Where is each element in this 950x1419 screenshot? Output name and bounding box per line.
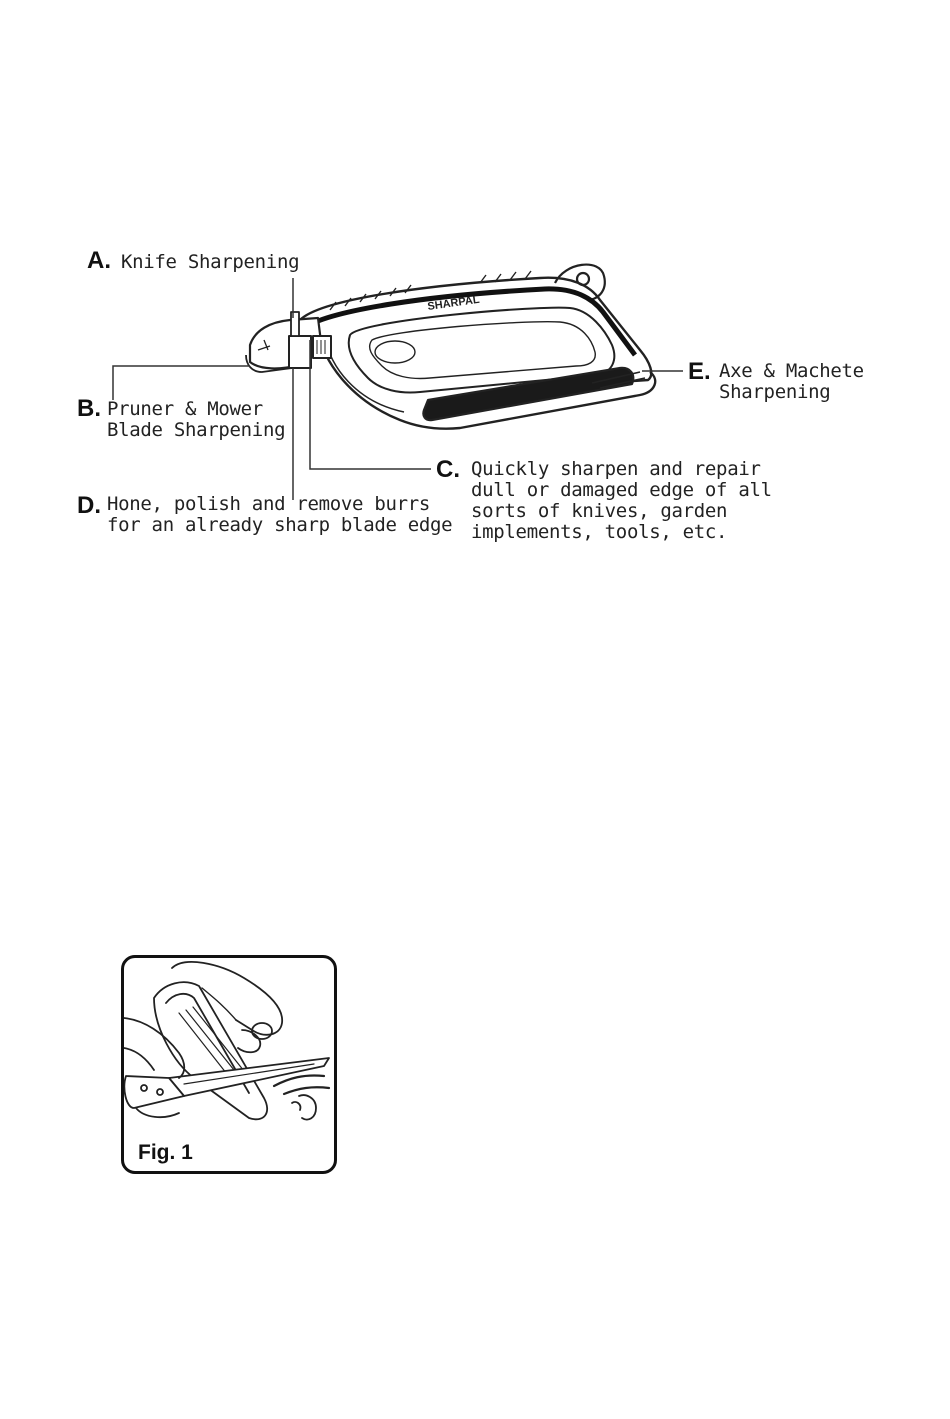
- figure-1-label: Fig. 1: [138, 1141, 197, 1165]
- callout-c-letter: C.: [436, 456, 460, 484]
- callout-e-letter: E.: [688, 358, 711, 386]
- leader-line-b: [113, 366, 250, 400]
- callout-e-line-1: Axe & Machete: [719, 361, 864, 382]
- callout-b-line-1: Pruner & Mower: [107, 399, 263, 420]
- callout-d-line-2: for an already sharp blade edge: [107, 515, 452, 536]
- callout-d-line-1: Hone, polish and remove burrs: [107, 494, 430, 515]
- callout-b-line-2: Blade Sharpening: [107, 420, 285, 441]
- figure-1-illustration: [124, 958, 334, 1171]
- callout-c-line-1: Quickly sharpen and repair: [471, 459, 761, 480]
- callout-a-letter: A.: [87, 247, 111, 275]
- callout-c-line-2: dull or damaged edge of all: [471, 480, 772, 501]
- callout-c-line-3: sorts of knives, garden: [471, 501, 727, 522]
- sharpener-tool-illustration: [246, 265, 655, 429]
- callout-b-letter: B.: [77, 395, 101, 423]
- callout-c-line-4: implements, tools, etc.: [471, 522, 727, 543]
- callout-e-line-2: Sharpening: [719, 382, 830, 403]
- figure-1-box: Fig. 1: [121, 955, 337, 1174]
- callout-a-line-1: Knife Sharpening: [121, 252, 299, 273]
- callout-d-letter: D.: [77, 492, 101, 520]
